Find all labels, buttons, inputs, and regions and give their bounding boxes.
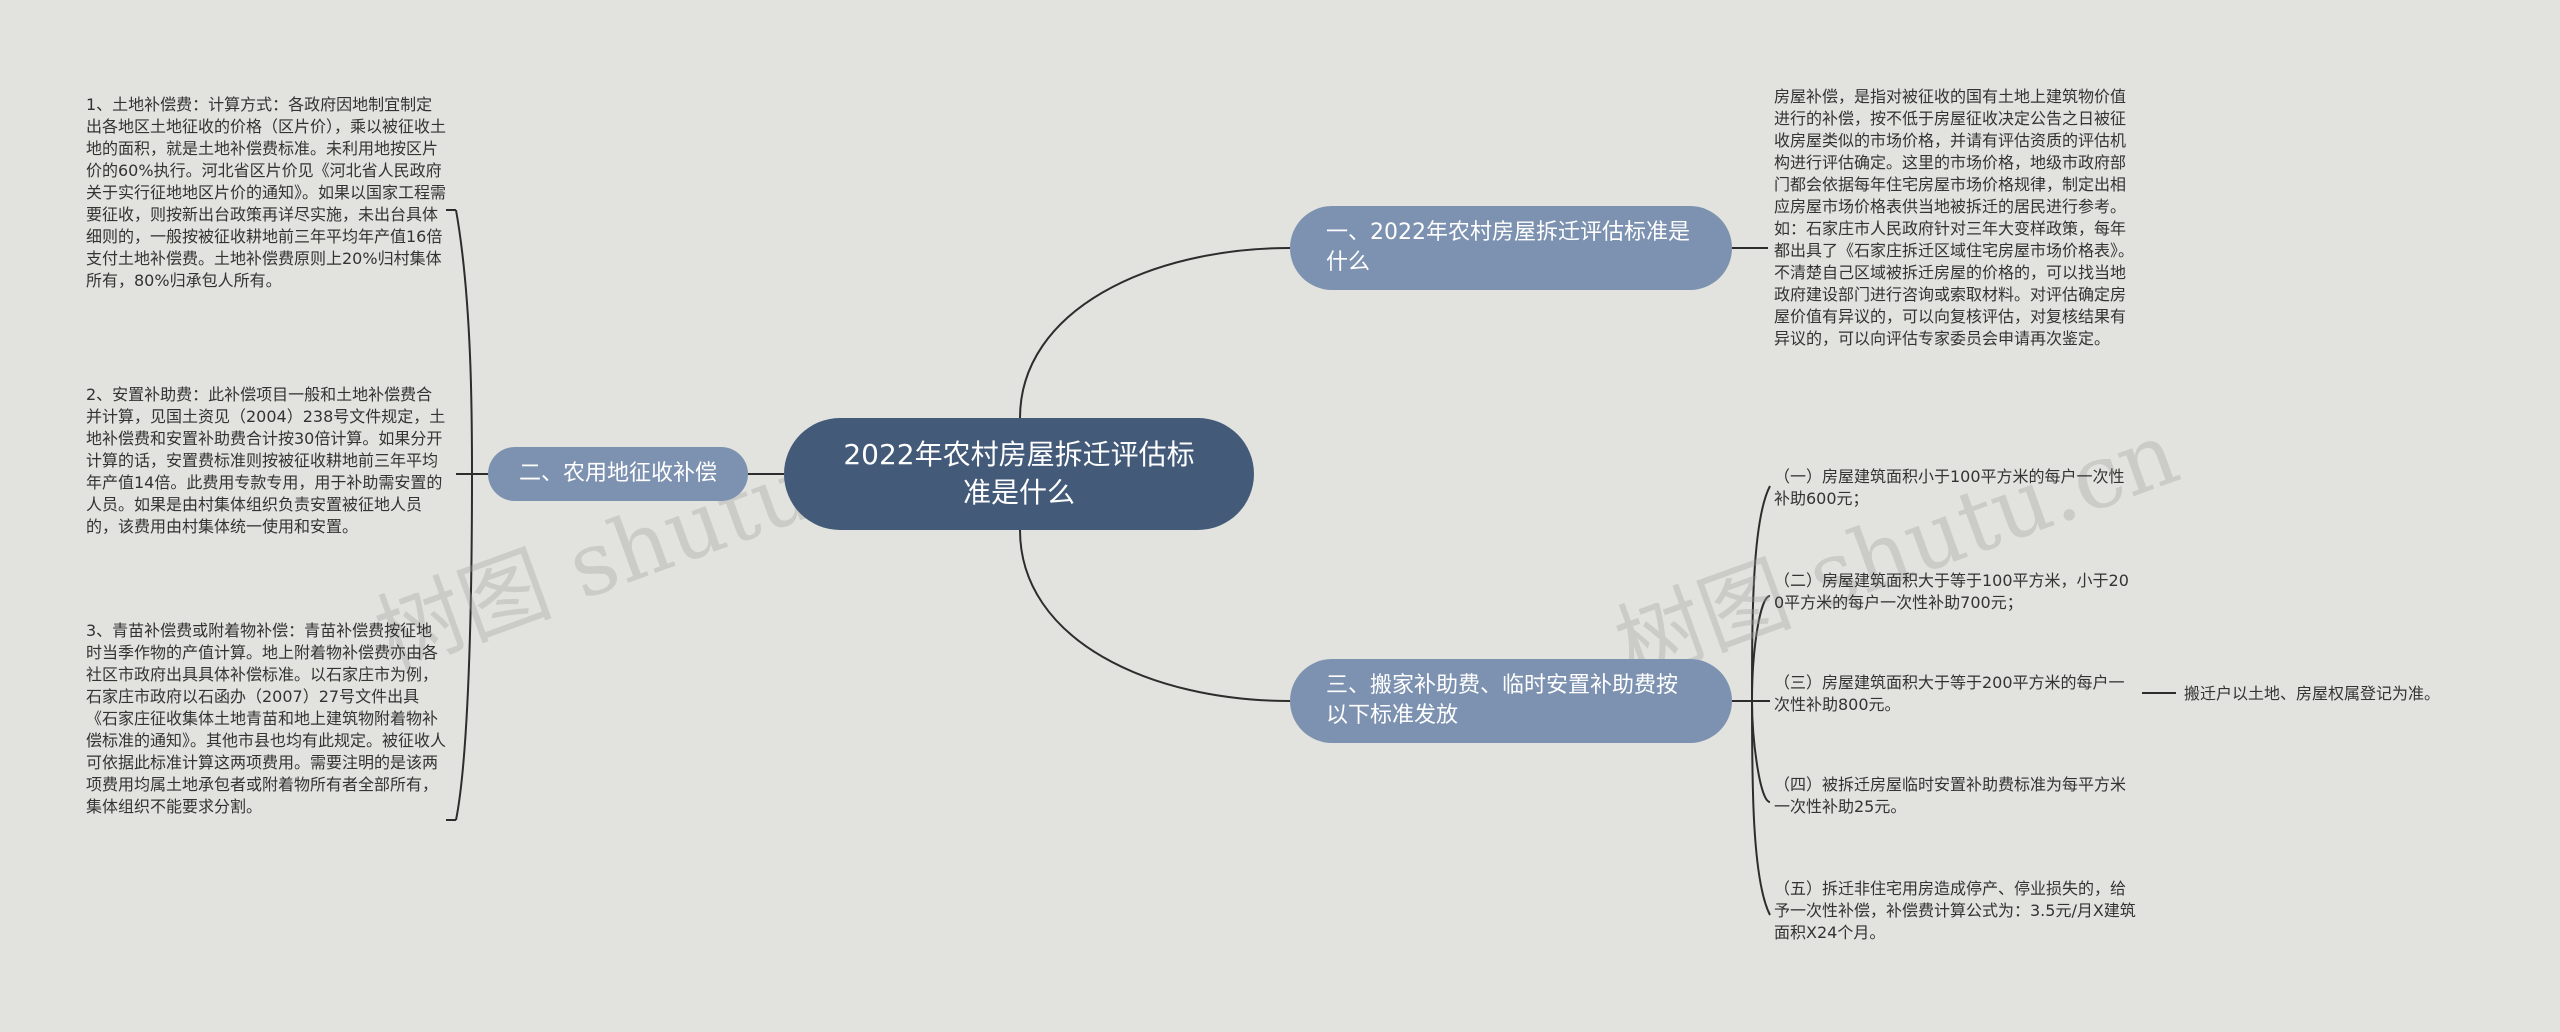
branch-relocation-subsidy[interactable]: 三、搬家补助费、临时安置补助费按以下标准发放 — [1290, 659, 1732, 743]
leaf-crop-compensation: 3、青苗补偿费或附着物补偿：青苗补偿费按征地时当季作物的产值计算。地上附着物补偿… — [86, 621, 447, 816]
leaf-resettlement-subsidy: 2、安置补助费：此补偿项目一般和土地补偿费合并计算，见国土资见（2004）238… — [86, 385, 446, 536]
connector-root-b1 — [1019, 247, 1291, 419]
connector-root-b3 — [1019, 529, 1291, 702]
root-topic[interactable]: 2022年农村房屋拆迁评估标准是什么 — [784, 418, 1254, 530]
root-topic-label: 2022年农村房屋拆迁评估标准是什么 — [843, 438, 1195, 509]
leaf-subsidy-item-4: （四）被拆迁房屋临时安置补助费标准为每平方米一次性补助25元。 — [1774, 775, 2127, 816]
branch-farmland-compensation[interactable]: 二、农用地征收补偿 — [488, 447, 748, 501]
branch-label: 三、搬家补助费、临时安置补助费按以下标准发放 — [1326, 673, 1679, 728]
leaf-subsidy-item-3: （三）房屋建筑面积大于等于200平方米的每户一次性补助800元。 — [1774, 673, 2125, 714]
leaf-sub-note: 搬迁户以土地、房屋权属登记为准。 — [2184, 684, 2441, 703]
leaf-house-compensation-text: 房屋补偿，是指对被征收的国有土地上建筑物价值进行的补偿，按不低于房屋征收决定公告… — [1774, 87, 2135, 348]
leaf-subsidy-item-2: （二）房屋建筑面积大于等于100平方米，小于200平方米的每户一次性补助700元… — [1774, 571, 2129, 612]
leaf-subsidy-item-1: （一）房屋建筑面积小于100平方米的每户一次性补助600元； — [1774, 467, 2125, 508]
bracket-b3-bottom — [1751, 700, 1771, 916]
branch-label: 二、农用地征收补偿 — [518, 461, 717, 486]
bracket-b3-top — [1751, 485, 1771, 702]
leaf-land-compensation: 1、土地补偿费：计算方式：各政府因地制宜制定出各地区土地征收的价格（区片价），乘… — [86, 95, 447, 290]
bracket-b2-top — [455, 209, 473, 475]
branch-label: 一、2022年农村房屋拆迁评估标准是什么 — [1326, 220, 1690, 275]
bracket-b2-bottom — [455, 473, 473, 821]
branch-house-assessment[interactable]: 一、2022年农村房屋拆迁评估标准是什么 — [1290, 206, 1732, 290]
leaf-subsidy-item-5: （五）拆迁非住宅用房造成停产、停业损失的，给予一次性补偿，补偿费计算公式为：3.… — [1774, 879, 2136, 942]
